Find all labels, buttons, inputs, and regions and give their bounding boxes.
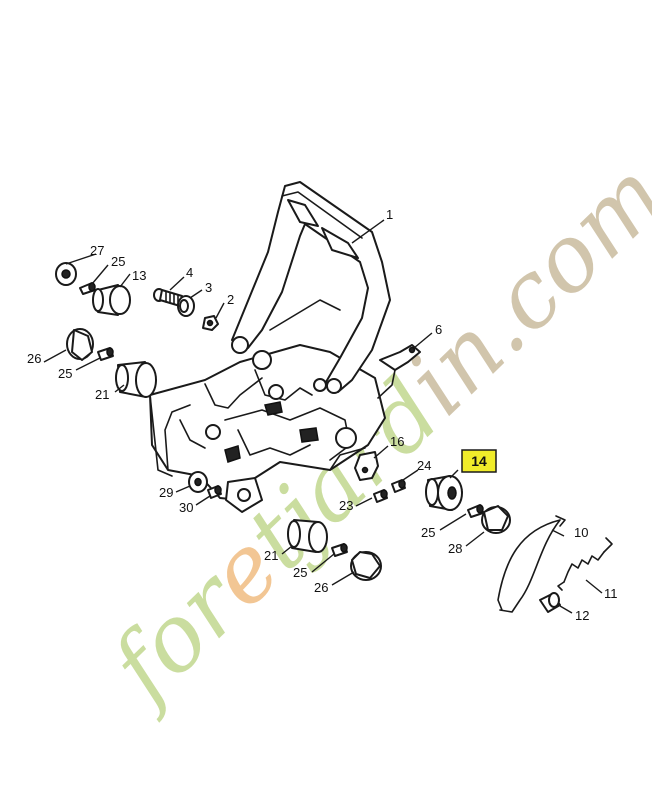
callout-21-a: 21 — [95, 387, 109, 402]
leader-lines — [43, 219, 603, 614]
callout-3: 3 — [205, 280, 212, 295]
callout-30: 30 — [179, 500, 193, 515]
callout-12: 12 — [575, 608, 589, 623]
part-14-buffer — [425, 475, 463, 511]
part-12-sleeve — [539, 592, 561, 613]
callout-1: 1 — [386, 207, 393, 222]
part-25-screw-b — [97, 347, 114, 361]
callout-21-b: 21 — [264, 548, 278, 563]
callout-16: 16 — [390, 434, 404, 449]
part-23-screw — [373, 489, 388, 503]
callout-28: 28 — [448, 541, 462, 556]
part-27-cap — [55, 262, 77, 286]
callout-25-b: 25 — [58, 366, 72, 381]
callout-24: 24 — [417, 458, 431, 473]
part-26-cap-a — [66, 328, 94, 361]
part-25-screw-a — [79, 282, 96, 295]
callout-29: 29 — [159, 485, 173, 500]
callout-26-a: 26 — [27, 351, 41, 366]
part-28-cap — [481, 505, 511, 534]
part-26-cap-b — [350, 551, 382, 581]
part-4-bolt — [153, 288, 183, 307]
callout-25-a: 25 — [111, 254, 125, 269]
callout-labels: 1 2 3 4 6 10 11 12 13 16 21 21 23 24 25 … — [27, 207, 618, 623]
callout-10: 10 — [574, 525, 588, 540]
highlighted-callout-14[interactable]: 14 — [461, 449, 497, 473]
callout-2: 2 — [227, 292, 234, 307]
highlight-box — [461, 449, 497, 473]
crankcase-housing — [149, 344, 386, 513]
part-13-buffer — [92, 284, 131, 316]
callout-11: 11 — [604, 586, 618, 601]
highlight-label: 14 — [471, 453, 487, 469]
callout-25-d: 25 — [421, 525, 435, 540]
callout-26-b: 26 — [314, 580, 328, 595]
part-16-bracket — [354, 451, 379, 481]
part-24-screw — [391, 479, 406, 493]
part-11-spring — [557, 537, 613, 591]
callout-23: 23 — [339, 498, 353, 513]
part-2-nut — [202, 315, 219, 331]
part-25-screw-d — [467, 504, 484, 518]
callout-25-c: 25 — [293, 565, 307, 580]
part-21-buffer-b — [287, 519, 328, 553]
callout-4: 4 — [186, 265, 193, 280]
part-3-bushing — [177, 295, 195, 317]
part-25-screw-c — [331, 543, 348, 557]
callout-13: 13 — [132, 268, 146, 283]
callout-6: 6 — [435, 322, 442, 337]
part-29-bushing — [188, 471, 208, 493]
front-handle — [231, 181, 391, 394]
part-21-buffer-a — [115, 361, 157, 398]
callout-27: 27 — [90, 243, 104, 258]
part-6-bracket — [377, 344, 421, 399]
part-30-screw — [207, 485, 222, 499]
